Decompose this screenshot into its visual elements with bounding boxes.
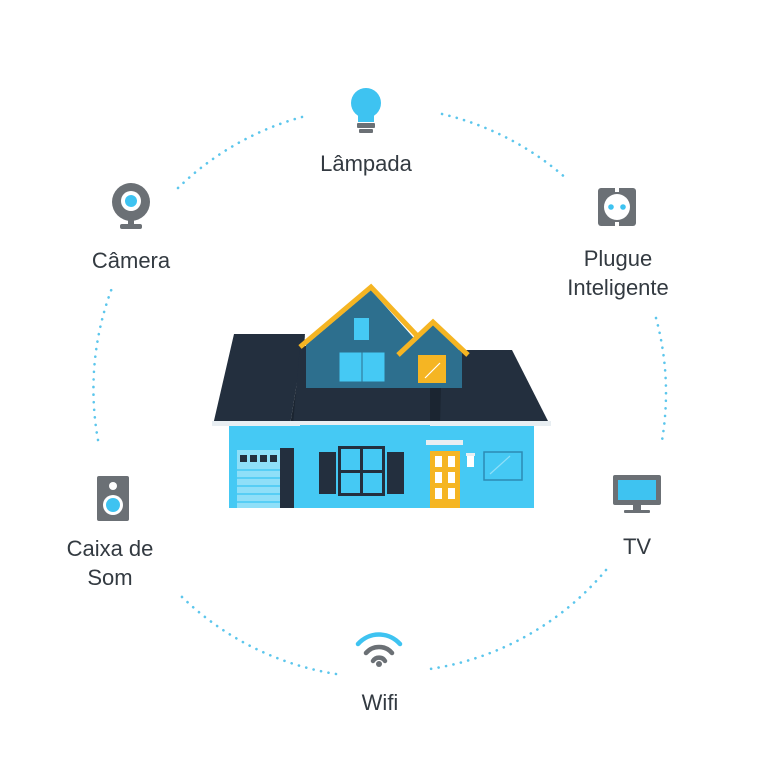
label-plugue-inteligente: Plugue Inteligente xyxy=(567,246,669,300)
smart-plug-icon xyxy=(598,188,636,226)
speaker-icon xyxy=(97,476,129,521)
label-caixa-de-som: Caixa de Som xyxy=(66,536,154,590)
label-tv: TV xyxy=(622,534,652,559)
tv-icon xyxy=(613,475,661,513)
label-camera: Câmera xyxy=(91,248,171,273)
wifi-icon xyxy=(355,632,403,667)
label-wifi: Wifi xyxy=(361,690,399,715)
dotted-ring xyxy=(92,112,668,676)
label-lampada: Lâmpada xyxy=(320,151,412,176)
light-bulb-icon xyxy=(351,88,381,133)
house-illustration xyxy=(212,283,551,508)
camera-icon xyxy=(112,183,150,229)
